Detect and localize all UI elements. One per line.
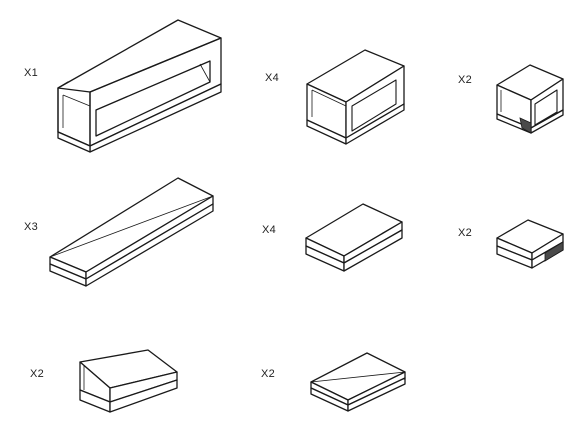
quantity-label-wedge-cushion: X2 xyxy=(30,368,45,380)
quantity-label-medium-frame: X4 xyxy=(265,72,280,84)
quantity-label-medium-cushion: X4 xyxy=(262,224,277,236)
quantity-label-long-cushion: X3 xyxy=(24,221,39,233)
cube-frame-part xyxy=(496,64,564,134)
medium-frame-part xyxy=(306,49,405,145)
quantity-label-cube-frame: X2 xyxy=(458,74,473,86)
medium-cushion-part xyxy=(305,203,403,272)
long-cushion-part xyxy=(49,177,214,287)
quantity-label-small-cushion: X2 xyxy=(458,227,473,239)
wedge-cushion-part xyxy=(79,349,178,413)
small-cushion-part xyxy=(496,219,564,269)
long-frame-part xyxy=(57,19,222,153)
quantity-label-long-frame: X1 xyxy=(24,67,39,79)
quantity-label-flat-cushion: X2 xyxy=(261,368,276,380)
flat-cushion-part xyxy=(310,352,406,412)
